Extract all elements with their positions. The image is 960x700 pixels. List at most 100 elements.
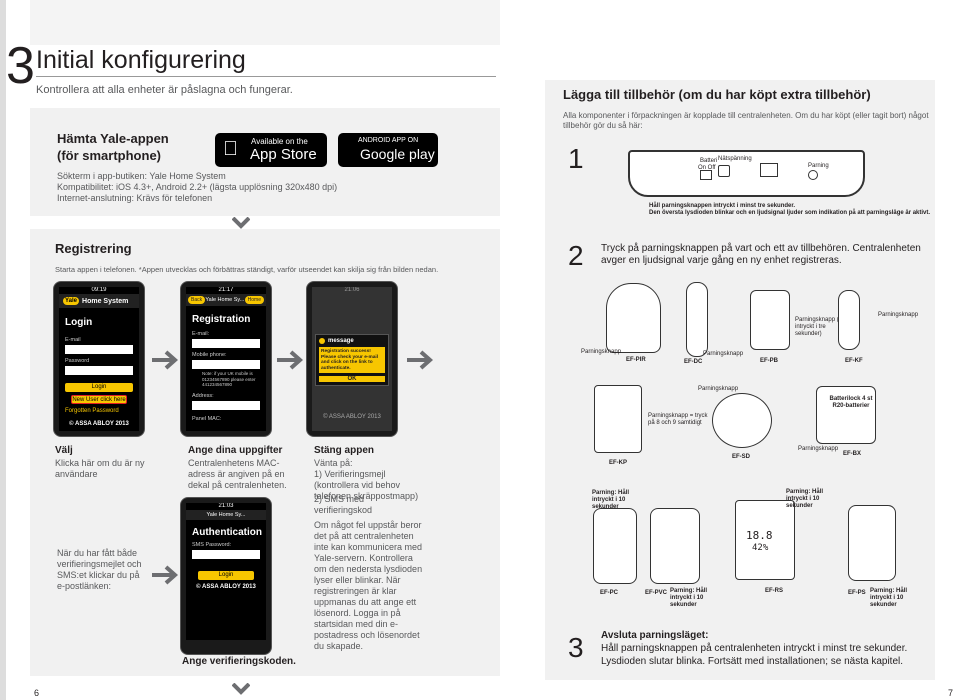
right-intro: Alla komponenter i förpackningen är kopp… (563, 111, 929, 130)
copyright: © ASSA ABLOY 2013 (69, 421, 129, 427)
ethernet-port (760, 163, 778, 177)
pb-note: Parningsknapp (håll intryckt i tre sekun… (795, 317, 849, 337)
pair-button[interactable] (808, 170, 818, 180)
dialog-title: message (319, 338, 385, 344)
sd-pair-label: Parningsknapp (698, 386, 739, 392)
ef-kp-device (594, 385, 642, 453)
left-page-edge (0, 0, 6, 700)
ok-button[interactable]: OK (319, 376, 385, 382)
bx-pair-label: Parningsknapp (798, 446, 839, 452)
section-divider (36, 76, 496, 77)
reg-panel-mac-label: Panel MAC: (192, 415, 222, 422)
reg-mobile-field[interactable] (192, 360, 260, 369)
copyright: © ASSA ABLOY 2013 (323, 414, 381, 420)
phone1-header: Home System (82, 297, 129, 305)
step1-caption-2: Den översta lysdioden blinkar och en lju… (649, 210, 931, 216)
step1-caption-1: Håll parningsknappen intryckt i minst tr… (649, 203, 796, 209)
ef-pb-device (750, 290, 790, 350)
rs-pair-hold: Parning: Håll intryckt i 10 sekunder (786, 489, 824, 509)
step-close-text-1: Vänta på: (314, 458, 353, 468)
ef-rs-device: 18.8 42% (735, 500, 795, 580)
appstore-big: App Store (250, 146, 317, 163)
status-time: 21:17 (218, 287, 234, 293)
ef-sd-device (712, 393, 772, 448)
ps-pair-hold: Parning: Håll intryckt i 10 sekunder (870, 588, 908, 608)
phone-registration: 21:17 Back Yale Home Sy... Home Registra… (180, 281, 272, 437)
step-close-text-3: 2) SMS med verifieringskod (314, 494, 373, 515)
reg-mobile-label: Mobile phone: (192, 352, 227, 358)
kf-label: EF-KF (845, 358, 863, 364)
onoff-switch[interactable] (700, 170, 712, 180)
error-text: Om något fel uppstår beror det på att ce… (314, 520, 423, 651)
sms-password-field[interactable] (192, 550, 260, 559)
dc-label: EF-DC (684, 359, 703, 365)
ef-pc-device (593, 508, 637, 584)
new-user-button[interactable]: New User click here (71, 395, 127, 404)
bx-note: Batterilock 4 st R20-batterier (829, 396, 873, 409)
message-dialog: message Registration success! Please che… (315, 334, 389, 386)
registration-title: Registrering (55, 241, 132, 256)
ef-dc-device (686, 282, 708, 357)
kp-note: Parningsknapp = tryck på 8 och 9 samtidi… (648, 413, 708, 426)
pc-pair-hold: Parning: Håll intryckt i 10 sekunder (592, 490, 630, 510)
kf-pair-label: Parningsknapp (878, 312, 919, 318)
right-arrow-icon (407, 350, 434, 370)
email-received-text: När du har fått både verifieringsmejlet … (57, 548, 142, 591)
info-icon (319, 338, 325, 344)
status-time: 09:19 (91, 287, 107, 293)
rs-display-2: 42% (752, 543, 769, 553)
ef-ps-device (848, 505, 896, 581)
password-field[interactable] (65, 366, 133, 375)
step3-text-1: Håll parningsknappen på centralenheten i… (601, 643, 908, 654)
reg-address-field[interactable] (192, 400, 260, 410)
email-label: E-mail (65, 337, 81, 343)
step-close-title: Stäng appen (314, 445, 375, 456)
step3-title: Avsluta parningsläget: (601, 630, 709, 641)
auth-login-button[interactable]: Login (198, 571, 254, 580)
step3-text-2: Lysdioden slutar blinka. Fortsätt med in… (601, 656, 904, 667)
reg-note: Note: if your UK mobile is 01234567890 p… (202, 371, 256, 387)
step3-number: 3 (568, 632, 584, 663)
back-button[interactable]: Back (188, 296, 206, 304)
phone-authentication: 21:03 Yale Home Sy... Authentication SMS… (180, 497, 272, 655)
googleplay-big: Google play (360, 146, 435, 162)
phone-message: 21:06 message Registration success! Plea… (306, 281, 398, 437)
phone4-header: Yale Home Sy... (186, 510, 266, 520)
label-pair: Parning (808, 163, 829, 169)
pb-label: EF-PB (760, 358, 778, 364)
status-time: 21:03 (218, 503, 234, 509)
yale-logo: Yale (63, 297, 80, 305)
home-button[interactable]: Home (244, 296, 264, 304)
appstore-badge[interactable]:  Available on the App Store (215, 133, 327, 167)
right-title: Lägga till tillbehör (om du har köpt ext… (563, 87, 871, 102)
app-title-1: Hämta Yale-appen (57, 131, 169, 146)
pvc-pair-hold: Parning: Håll intryckt i 10 sekunder (670, 588, 708, 608)
rs-display-1: 18.8 (746, 529, 773, 542)
kp-label: EF-KP (609, 460, 627, 466)
ef-bx-device (816, 386, 876, 444)
down-arrow-icon (232, 217, 250, 229)
rs-label: EF-RS (765, 588, 783, 594)
page-number-right: 7 (948, 688, 954, 698)
left-header-panel (30, 0, 500, 45)
right-arrow-icon (277, 350, 304, 370)
app-info-2: Kompatibilitet: iOS 4.3+, Android 2.2+ (… (57, 182, 338, 192)
auth-title: Authentication (192, 527, 262, 538)
section-subtitle: Kontrollera att alla enheter är påslagna… (36, 84, 293, 96)
pc-label: EF-PC (600, 590, 618, 596)
reg-email-label: E-mail: (192, 331, 210, 337)
email-field[interactable] (65, 345, 133, 354)
login-title: Login (65, 317, 93, 328)
phone2-header: Yale Home Sy... (205, 297, 245, 303)
forgotten-password[interactable]: Forgotten Password (65, 408, 119, 414)
copyright: © ASSA ABLOY 2013 (196, 584, 256, 590)
password-label: Password (65, 358, 90, 364)
ps-label: EF-PS (848, 590, 866, 596)
down-arrow-icon (232, 683, 250, 695)
reg-email-field[interactable] (192, 339, 260, 348)
step-choose-title: Välj (55, 445, 73, 456)
login-button[interactable]: Login (65, 383, 133, 392)
step-data-text: Centralenhetens MAC-adress är angiven på… (188, 458, 287, 490)
googleplay-badge[interactable]: ANDROID APP ON Google play (338, 133, 438, 167)
pvc-label: EF-PVC (645, 590, 668, 596)
